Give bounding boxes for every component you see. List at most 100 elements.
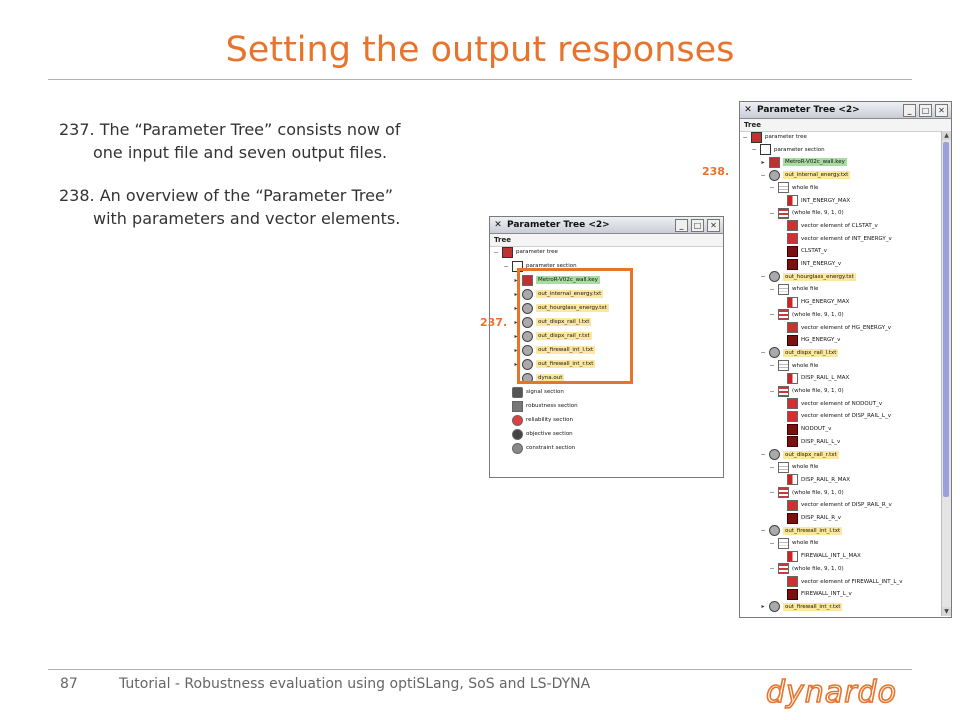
expand-toggle-icon[interactable]: − — [760, 527, 766, 535]
tree-node[interactable]: vector element of DISP_RAIL_R_v — [778, 499, 892, 511]
window-titlebar[interactable]: ✕ Parameter Tree <2> _ □ ✕ — [490, 217, 723, 234]
scroll-up-icon[interactable]: ▲ — [942, 131, 951, 140]
tree-node[interactable]: ▸out_firewall_int_r.txt — [760, 601, 843, 613]
close-icon[interactable]: ✕ — [935, 103, 948, 117]
tree-node[interactable]: HG_ENERGY_MAX — [778, 296, 849, 308]
tree-node-label: out_hourglass_energy.txt — [783, 272, 856, 281]
tree-node[interactable]: −(whole file, 9, 1, 0) — [769, 385, 844, 397]
tree-node[interactable]: −whole file — [769, 461, 818, 473]
tree-node[interactable]: vector element of DISP_RAIL_L_v — [778, 410, 891, 422]
expand-toggle-icon[interactable]: − — [769, 285, 775, 293]
tree-node[interactable]: ▸out_firewall_int_r.txt — [513, 358, 596, 370]
tree-node[interactable]: DISP_RAIL_R_MAX — [778, 474, 850, 486]
tree-node[interactable]: vector element of INT_ENERGY_v — [778, 233, 892, 245]
tree-node[interactable]: ▸out_dispx_rail_r.txt — [513, 330, 592, 342]
tree-node-label: objective section — [526, 431, 573, 437]
minimize-icon[interactable]: _ — [675, 218, 688, 232]
expand-toggle-icon[interactable]: − — [760, 451, 766, 458]
expand-toggle-icon[interactable]: − — [769, 539, 775, 547]
expand-toggle-icon[interactable]: ▸ — [514, 318, 518, 326]
tree-node[interactable]: vector element of FIREWALL_INT_L_v — [778, 576, 902, 588]
tree-node[interactable]: INT_ENERGY_MAX — [778, 195, 850, 207]
expand-toggle-icon[interactable]: ▸ — [514, 346, 518, 354]
tree-node[interactable]: vector element of CLSTAT_v — [778, 220, 878, 232]
scroll-down-icon[interactable]: ▼ — [942, 607, 951, 616]
tree-node[interactable]: ▸MetroR-V02c_wall.key — [513, 274, 600, 286]
expand-toggle-icon[interactable]: ▸ — [514, 360, 518, 368]
window-menu-icon[interactable]: ✕ — [744, 105, 752, 115]
expand-toggle-icon[interactable]: − — [769, 209, 775, 217]
tree-node[interactable]: −(whole file, 9, 1, 0) — [769, 207, 844, 219]
expand-toggle-icon[interactable]: − — [760, 171, 766, 179]
tree-node[interactable]: −(whole file, 9, 1, 0) — [769, 309, 844, 321]
tree-node[interactable]: −parameter tree — [493, 246, 558, 258]
expand-toggle-icon[interactable]: − — [503, 262, 509, 270]
tree-node[interactable]: vector element of NODOUT_v — [778, 398, 882, 410]
tree-node[interactable]: reliability section — [503, 414, 573, 426]
expand-toggle-icon[interactable]: − — [769, 489, 775, 497]
tree-node[interactable]: −whole file — [769, 283, 818, 295]
tree-node[interactable]: −parameter tree — [742, 131, 807, 143]
expand-toggle-icon[interactable]: − — [760, 273, 766, 281]
tree-node[interactable]: ▸out_dispx_rail_l.txt — [513, 316, 592, 328]
tree-node[interactable]: NODOUT_v — [778, 423, 831, 435]
tree-node[interactable]: DISP_RAIL_L_v — [778, 436, 840, 448]
close-icon[interactable]: ✕ — [707, 218, 720, 232]
parameter-tree-window-small[interactable]: ✕ Parameter Tree <2> _ □ ✕ Tree −paramet… — [489, 216, 724, 478]
tree-node[interactable]: −out_dispx_rail_l.txt — [760, 347, 839, 359]
tree-node[interactable]: CLSTAT_v — [778, 245, 827, 257]
tree-node[interactable]: DISP_RAIL_L_MAX — [778, 372, 849, 384]
tree-node[interactable]: ▸out_internal_energy.txt — [513, 288, 604, 300]
window-menu-icon[interactable]: ✕ — [494, 220, 502, 230]
expand-toggle-icon[interactable]: − — [751, 146, 757, 154]
tree-node[interactable]: objective section — [503, 428, 573, 440]
expand-toggle-icon[interactable]: − — [769, 565, 775, 573]
tree-node[interactable]: ▸out_hourglass_energy.txt — [513, 302, 609, 314]
tree-node[interactable]: −parameter section — [751, 144, 825, 156]
tree-node[interactable]: INT_ENERGY_v — [778, 258, 841, 270]
expand-toggle-icon[interactable]: − — [769, 362, 775, 370]
expand-toggle-icon[interactable]: − — [742, 133, 748, 141]
tree-node[interactable]: −(whole file, 9, 1, 0) — [769, 487, 844, 499]
maximize-icon[interactable]: □ — [919, 103, 932, 117]
expand-toggle-icon[interactable]: ▸ — [514, 290, 518, 298]
expand-toggle-icon[interactable]: − — [493, 248, 499, 256]
vertical-scrollbar[interactable]: ▲ ▼ — [941, 131, 951, 616]
tree-node[interactable]: − out_hourglass_energy.txt — [760, 271, 856, 283]
tree-node[interactable]: ▸MetroR-V02c_wall.key — [760, 156, 847, 168]
maximize-icon[interactable]: □ — [691, 218, 704, 232]
tree-node[interactable]: −whole file — [769, 182, 818, 194]
tree-node-label: vector element of NODOUT_v — [801, 400, 883, 407]
tree-node-label: whole file — [792, 362, 819, 369]
expand-toggle-icon[interactable]: − — [769, 387, 775, 395]
expand-toggle-icon[interactable]: ▸ — [514, 276, 518, 284]
expand-toggle-icon[interactable]: ▸ — [514, 332, 518, 340]
tree-node[interactable]: FIREWALL_INT_L_MAX — [778, 550, 861, 562]
tree-node[interactable]: robustness section — [503, 400, 578, 412]
tree-node[interactable]: ▸out_firewall_int_l.txt — [513, 344, 596, 356]
minimize-icon[interactable]: _ — [903, 103, 916, 117]
tree-node[interactable]: − whole file — [769, 360, 818, 372]
expand-toggle-icon[interactable]: − — [769, 463, 775, 471]
expand-toggle-icon[interactable]: ▸ — [761, 603, 765, 611]
tree-node[interactable]: constraint section — [503, 442, 575, 454]
expand-toggle-icon[interactable]: − — [760, 349, 766, 357]
scroll-thumb[interactable] — [943, 142, 949, 497]
tree-node[interactable]: −out_firewall_int_l.txt — [760, 525, 843, 537]
tree-node[interactable]: FIREWALL_INT_L_v — [778, 588, 852, 600]
tree-node[interactable]: DISP_RAIL_R_v — [778, 512, 841, 524]
tree-node[interactable]: vector element of HG_ENERGY_v — [778, 322, 891, 334]
parameter-tree-window-large[interactable]: ✕ Parameter Tree <2> _ □ ✕ Tree −paramet… — [739, 101, 952, 618]
tree-node[interactable]: −out_internal_energy.txt — [760, 169, 851, 181]
expand-toggle-icon[interactable]: ▸ — [761, 158, 765, 166]
tree-node[interactable]: signal section — [503, 386, 564, 398]
expand-toggle-icon[interactable]: − — [769, 311, 775, 319]
tree-node[interactable]: −(whole file, 9, 1, 0) — [769, 563, 844, 575]
expand-toggle-icon[interactable]: ▸ — [514, 304, 518, 312]
window-titlebar[interactable]: ✕ Parameter Tree <2> _ □ ✕ — [740, 102, 951, 119]
expand-toggle-icon[interactable]: − — [769, 184, 775, 192]
tree-node[interactable]: HG_ENERGY_v — [778, 334, 840, 346]
tree-node[interactable]: −whole file — [769, 537, 818, 549]
tree-node[interactable]: −out_dispx_rail_r.txt — [760, 449, 839, 461]
tree-tab-label: Tree — [490, 234, 723, 247]
